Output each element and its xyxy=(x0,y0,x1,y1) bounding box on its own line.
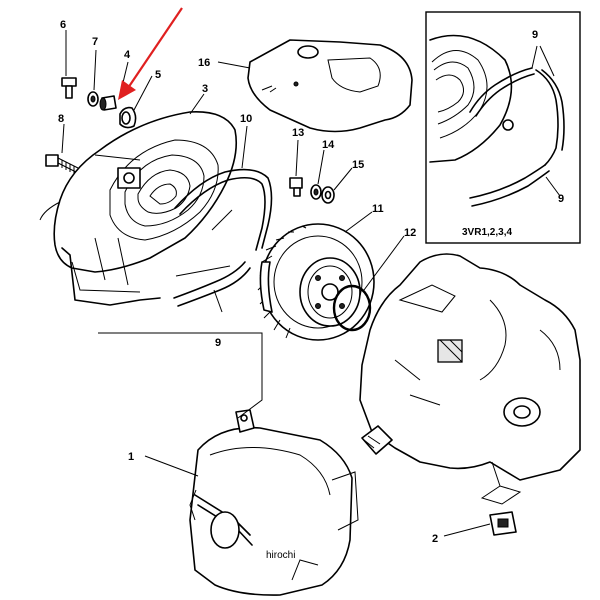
part-3-fan-shroud: 3 xyxy=(39,83,238,306)
callout-3: 3 xyxy=(202,83,208,95)
callout-8: 8 xyxy=(58,113,64,125)
callout-13: 13 xyxy=(292,127,304,139)
part-13-bolt: 13 xyxy=(289,127,304,197)
part-16-plate: 16 xyxy=(198,39,413,133)
callout-15: 15 xyxy=(352,159,364,171)
part-14-washer: 14 xyxy=(310,139,335,200)
callout-4: 4 xyxy=(124,49,131,61)
callout-9-inset-top: 9 xyxy=(532,29,538,41)
red-pointer-arrow xyxy=(118,7,183,100)
assembly-guide-lines xyxy=(94,154,263,419)
callout-9-inset-bottom: 9 xyxy=(558,193,564,205)
callout-9-main: 9 xyxy=(215,337,221,349)
part-1-fan-cover: 1 xyxy=(128,409,359,596)
inset-panel: 9 9 3VR1,2,3,4 xyxy=(425,11,581,244)
callout-11: 11 xyxy=(372,203,384,215)
part-4-collar: 4 xyxy=(99,49,131,111)
part-12-oring: 12 xyxy=(332,227,416,332)
callout-1: 1 xyxy=(128,451,134,463)
callout-7: 7 xyxy=(92,36,98,48)
engine-crankcase xyxy=(359,253,581,481)
part-6-bolt: 6 xyxy=(60,19,77,99)
inset-caption: 3VR1,2,3,4 xyxy=(462,227,512,238)
callout-16: 16 xyxy=(198,57,210,69)
part-11-fan: 11 xyxy=(257,203,384,341)
part-10-hose: 10 xyxy=(174,113,273,251)
part-8-screw: 8 xyxy=(45,113,79,174)
callout-2: 2 xyxy=(432,533,438,545)
part-15-nut: 15 xyxy=(321,159,364,204)
callout-5: 5 xyxy=(155,69,161,81)
part-5-grommet: 5 xyxy=(119,69,161,129)
part-9-hose-lower: 9 xyxy=(173,261,251,349)
callout-14: 14 xyxy=(322,139,335,151)
callout-12: 12 xyxy=(404,227,416,239)
part-7-washer: 7 xyxy=(87,36,99,107)
watermark-text: hirochi xyxy=(266,550,295,561)
callout-6: 6 xyxy=(60,19,66,31)
part-2-bracket: 2 xyxy=(432,461,522,545)
callout-10: 10 xyxy=(240,113,252,125)
